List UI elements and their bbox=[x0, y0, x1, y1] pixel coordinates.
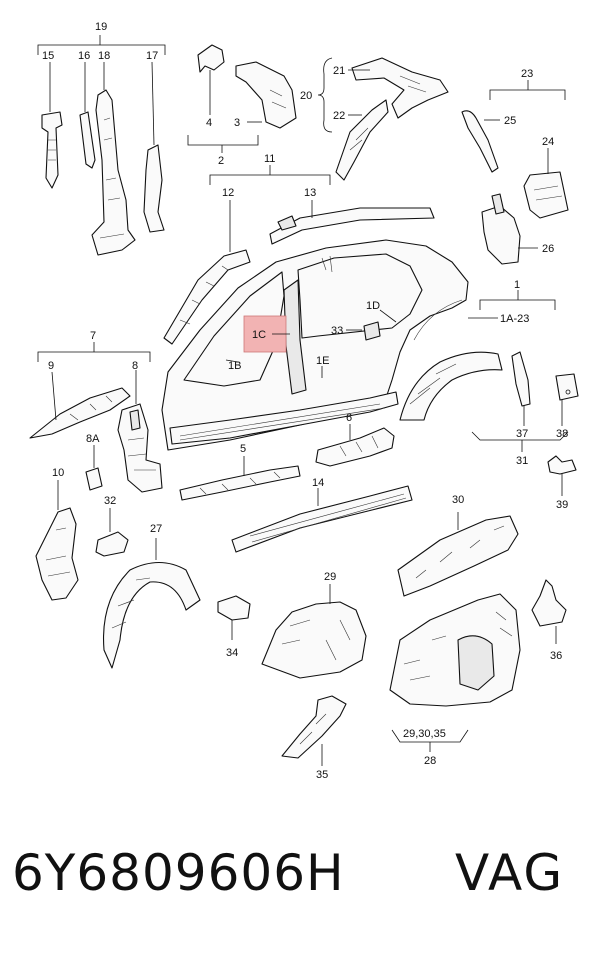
label-27: 27 bbox=[150, 523, 162, 535]
label-23: 23 bbox=[521, 68, 533, 80]
label-39: 39 bbox=[556, 499, 568, 511]
label-19: 19 bbox=[95, 21, 107, 33]
part-number: 6Y6809606H bbox=[12, 844, 345, 902]
label-8a: 8A bbox=[86, 433, 100, 445]
label-36: 36 bbox=[550, 650, 562, 662]
footer: 6Y6809606H VAG bbox=[0, 832, 600, 932]
label-1c: 1C bbox=[252, 329, 266, 341]
part-5 bbox=[179, 456, 301, 501]
part-group-27-34 bbox=[102, 538, 251, 669]
label-21: 21 bbox=[333, 65, 345, 77]
callout-labels: 19 15 16 18 17 4 3 2 21 20 22 23 25 24 2… bbox=[42, 21, 568, 781]
label-14: 14 bbox=[312, 477, 324, 489]
label-11: 11 bbox=[264, 153, 275, 165]
label-35: 35 bbox=[316, 769, 328, 781]
label-25: 25 bbox=[504, 115, 516, 127]
label-10: 10 bbox=[52, 467, 64, 479]
part-group-2 bbox=[187, 44, 297, 153]
label-38: 38 bbox=[556, 428, 568, 440]
part-35 bbox=[281, 695, 347, 766]
label-22: 22 bbox=[333, 110, 345, 122]
label-1b: 1B bbox=[228, 360, 241, 372]
label-5: 5 bbox=[240, 443, 246, 455]
label-1: 1 bbox=[514, 279, 520, 291]
part-group-10-32 bbox=[35, 480, 129, 601]
label-1e: 1E bbox=[316, 355, 329, 367]
label-31: 31 bbox=[516, 455, 528, 467]
main-side-panel bbox=[161, 239, 556, 451]
label-12: 12 bbox=[222, 187, 234, 199]
pillar-group-19 bbox=[37, 35, 166, 256]
label-24: 24 bbox=[542, 136, 554, 148]
label-30: 30 bbox=[452, 494, 464, 506]
label-28: 28 bbox=[424, 755, 436, 767]
label-18: 18 bbox=[98, 50, 110, 62]
part-group-30-36 bbox=[397, 512, 567, 644]
label-34: 34 bbox=[226, 647, 238, 659]
label-2: 2 bbox=[218, 155, 224, 167]
label-4: 4 bbox=[206, 117, 212, 129]
label-29-30-35: 29,30,35 bbox=[403, 728, 446, 740]
label-16: 16 bbox=[78, 50, 90, 62]
label-7: 7 bbox=[90, 330, 96, 342]
part-group-7 bbox=[29, 342, 163, 493]
label-32: 32 bbox=[104, 495, 116, 507]
parts-diagram: 19 15 16 18 17 4 3 2 21 20 22 23 25 24 2… bbox=[29, 21, 579, 781]
label-37: 37 bbox=[516, 428, 528, 440]
label-33: 33 bbox=[331, 325, 343, 337]
brand-name: VAG bbox=[455, 844, 565, 902]
part-group-23 bbox=[461, 80, 569, 265]
part-28-assembly bbox=[389, 593, 521, 752]
label-17: 17 bbox=[146, 50, 158, 62]
label-20: 20 bbox=[300, 90, 312, 102]
label-3: 3 bbox=[234, 117, 240, 129]
part-group-11 bbox=[163, 165, 435, 345]
part-29 bbox=[261, 584, 367, 679]
part-14 bbox=[231, 485, 413, 553]
label-15: 15 bbox=[42, 50, 54, 62]
label-9: 9 bbox=[48, 360, 54, 372]
label-8: 8 bbox=[132, 360, 138, 372]
label-26: 26 bbox=[542, 243, 554, 255]
label-29: 29 bbox=[324, 571, 336, 583]
part-6 bbox=[315, 424, 395, 467]
part-group-31 bbox=[399, 351, 579, 496]
part-group-20 bbox=[317, 57, 449, 181]
label-1d: 1D bbox=[366, 300, 380, 312]
label-6: 6 bbox=[346, 412, 352, 424]
label-1a-23: 1A-23 bbox=[500, 313, 529, 325]
label-13: 13 bbox=[304, 187, 316, 199]
